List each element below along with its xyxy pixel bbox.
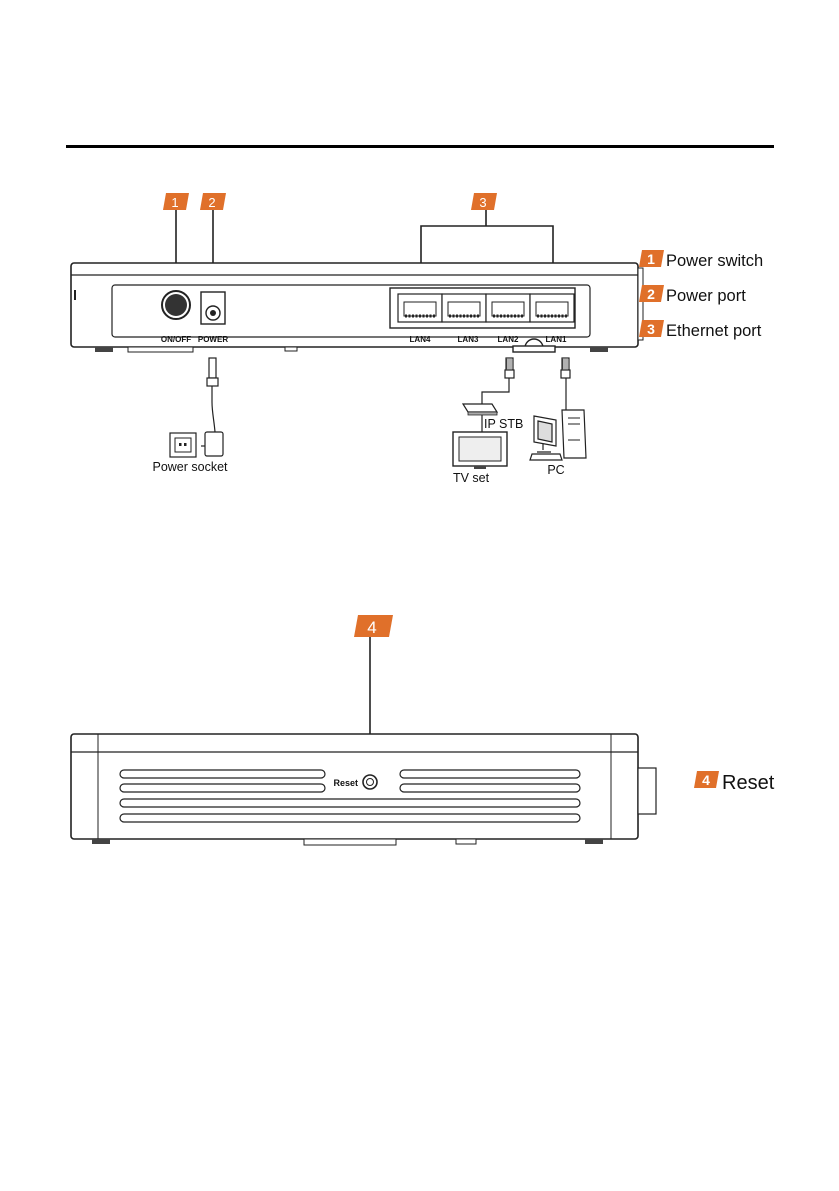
pc-icon bbox=[530, 410, 586, 460]
side-panel-figure: 4 bbox=[71, 615, 656, 845]
lan2-cable bbox=[482, 358, 514, 404]
power-switch bbox=[162, 291, 190, 319]
label-lan1: LAN1 bbox=[546, 335, 567, 344]
callout-badge-4: 4 bbox=[354, 615, 393, 637]
power-socket-icon bbox=[170, 433, 196, 457]
lan1-cable bbox=[561, 358, 570, 412]
power-adapter-cable bbox=[201, 358, 223, 456]
port-legend: 1 Power switch 2 Power port 3 Ethernet p… bbox=[639, 250, 763, 340]
label-on-off: ON/OFF bbox=[161, 335, 191, 344]
lan-port-1 bbox=[530, 294, 574, 322]
ip-stb-label: IP STB bbox=[484, 417, 523, 431]
legend-label-1: Power switch bbox=[666, 252, 763, 270]
legend-num-2: 2 bbox=[647, 286, 655, 302]
badge-2-number: 2 bbox=[208, 195, 215, 210]
ethernet-ports bbox=[390, 288, 575, 328]
label-power: POWER bbox=[198, 335, 228, 344]
badge-1-number: 1 bbox=[171, 195, 178, 210]
tv-set-icon bbox=[453, 432, 507, 469]
reset-button-hole bbox=[363, 775, 377, 789]
callout-badge-1: 1 bbox=[163, 193, 189, 210]
callout-badge-2: 2 bbox=[200, 193, 226, 210]
callout-badge-3: 3 bbox=[471, 193, 497, 210]
legend-item-power-switch: 1 Power switch bbox=[639, 250, 763, 270]
legend-label-4: Reset bbox=[722, 772, 775, 794]
pc-label: PC bbox=[547, 463, 564, 477]
label-lan3: LAN3 bbox=[458, 335, 479, 344]
reset-port-label: Reset bbox=[333, 778, 358, 788]
legend-item-power-port: 2 Power port bbox=[639, 285, 746, 305]
lan-port-4 bbox=[398, 294, 442, 322]
power-port bbox=[201, 292, 225, 324]
legend-item-ethernet-port: 3 Ethernet port bbox=[639, 320, 762, 340]
label-lan2: LAN2 bbox=[498, 335, 519, 344]
lan-port-3 bbox=[442, 294, 486, 322]
label-lan4: LAN4 bbox=[410, 335, 431, 344]
legend-num-3: 3 bbox=[647, 321, 655, 337]
legend-label-3: Ethernet port bbox=[666, 322, 762, 340]
legend-num-1: 1 bbox=[647, 251, 655, 267]
legend-num-4: 4 bbox=[702, 772, 710, 788]
lan-port-2 bbox=[486, 294, 530, 322]
tv-set-label: TV set bbox=[453, 471, 490, 485]
badge-3-number: 3 bbox=[479, 195, 486, 210]
badge-4-number: 4 bbox=[367, 618, 376, 637]
legend-item-reset: 4 Reset bbox=[694, 771, 775, 794]
power-socket-label: Power socket bbox=[152, 460, 228, 474]
rear-panel-figure: 1 2 3 bbox=[71, 193, 643, 485]
legend-label-2: Power port bbox=[666, 287, 746, 305]
